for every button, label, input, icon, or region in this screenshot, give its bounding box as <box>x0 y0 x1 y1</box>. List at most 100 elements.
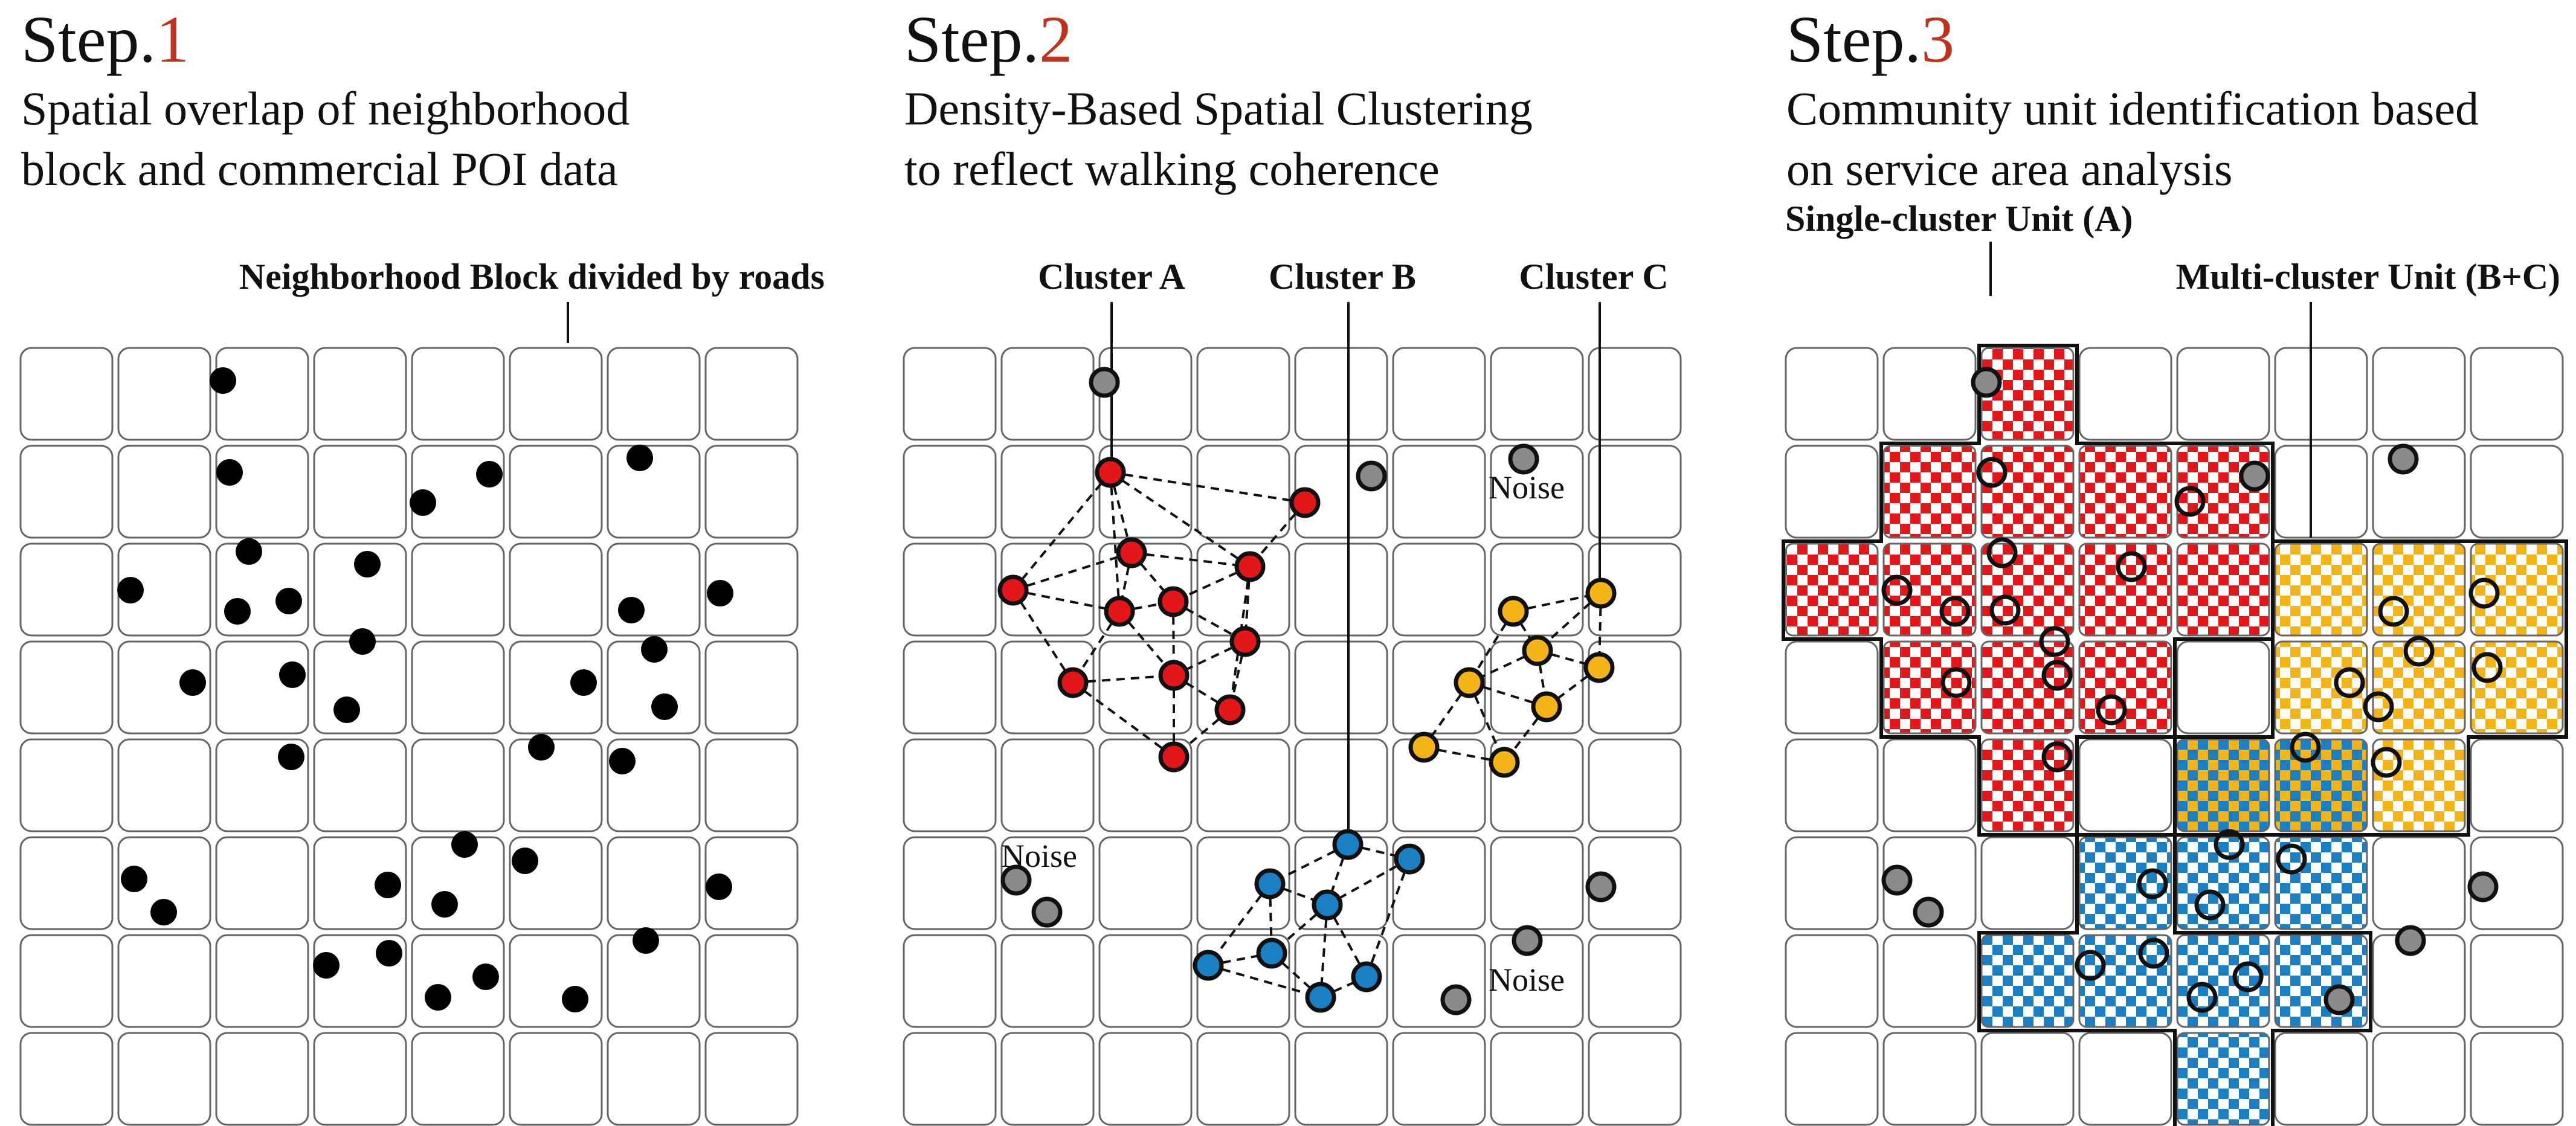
block-grid-step-2 <box>903 347 1682 1126</box>
cluster-edge <box>1347 843 1410 860</box>
block-cell <box>704 640 799 735</box>
cluster-a-poi <box>1940 667 1972 698</box>
cluster-edge <box>1326 844 1349 906</box>
block-cell <box>1785 1032 1879 1126</box>
block-cell <box>117 738 211 832</box>
poi-point <box>210 367 236 394</box>
block-cell <box>411 738 505 832</box>
block-cell <box>1882 347 1977 441</box>
cluster-edge <box>1208 964 1321 999</box>
cluster-edge <box>1270 952 1322 999</box>
cluster-b-point <box>1312 889 1343 921</box>
block-cell <box>704 347 799 441</box>
poi-point <box>121 866 147 892</box>
cluster-b-poi <box>2232 961 2264 992</box>
cluster-b-block <box>2078 836 2172 930</box>
block-cell <box>2078 1032 2172 1126</box>
block-cell <box>509 445 603 539</box>
cluster-c-point <box>1522 635 1553 666</box>
cluster-a-poi <box>2041 741 2073 773</box>
block-cell <box>1490 836 1584 930</box>
poi-point <box>641 636 668 663</box>
noise-poi <box>1881 864 1913 896</box>
block-cell <box>903 445 997 539</box>
block-cell <box>704 542 799 637</box>
block-cell <box>1000 1032 1095 1126</box>
cluster-a-poi <box>2041 660 2073 691</box>
cluster-c-poi <box>2290 732 2321 763</box>
cluster-a-point <box>1289 487 1321 518</box>
block-cell <box>704 445 799 539</box>
poi-point <box>570 669 597 696</box>
block-cell <box>1785 738 1879 832</box>
cluster-b-point <box>1193 950 1224 981</box>
poi-point <box>150 899 177 925</box>
cluster-b-poi <box>2138 938 2169 969</box>
poi-point <box>512 848 538 874</box>
cluster-edge <box>1110 471 1306 504</box>
poi-point <box>278 744 304 770</box>
noise-label-bottom: Noise <box>1489 962 1565 998</box>
cluster-a-point <box>1234 551 1266 582</box>
noise-poi <box>2239 460 2270 492</box>
label-leader-lines <box>567 242 2312 843</box>
poi-point <box>333 697 360 723</box>
block-cell <box>2470 445 2564 539</box>
multi-cluster-unit-outline <box>1977 539 2568 1126</box>
block-cell <box>215 836 309 930</box>
cluster-edge <box>1072 674 1174 684</box>
block-cell <box>19 347 114 441</box>
poi-point <box>224 598 251 625</box>
block-cell <box>1882 738 1977 832</box>
single-cluster-unit-outline <box>1782 344 2275 837</box>
poi-point <box>633 927 659 954</box>
block-cell <box>903 836 997 930</box>
block-cell <box>607 445 701 539</box>
block-cell <box>704 934 799 1028</box>
cluster-edge <box>1109 472 1121 612</box>
noise-poi <box>2467 871 2499 902</box>
block-cell <box>1098 1032 1193 1126</box>
cluster-a-block <box>1882 445 1977 539</box>
block-cell <box>1294 347 1388 441</box>
block-cell <box>411 640 505 735</box>
block-cell <box>19 738 114 832</box>
cluster-b-block <box>2176 836 2270 930</box>
poi-point <box>451 831 478 858</box>
cluster-b-block <box>2274 836 2368 930</box>
block-cell <box>313 836 407 930</box>
cluster-b-poi <box>2214 829 2245 860</box>
cluster-b-block <box>2176 934 2270 1028</box>
poi-point <box>236 538 262 565</box>
poi-point <box>410 489 436 516</box>
noise-poi <box>2395 925 2426 956</box>
cluster-a-block <box>1980 738 2075 832</box>
single-cluster-unit-label: Single-cluster Unit (A) <box>1785 199 2133 239</box>
cluster-a-point <box>1229 626 1261 657</box>
poi-point <box>706 873 732 900</box>
block-cell <box>1000 934 1095 1028</box>
block-cell <box>2176 347 2270 441</box>
cluster-c-poi <box>2378 596 2409 627</box>
poi-point <box>375 872 401 898</box>
block-cell <box>2176 640 2270 735</box>
block-cell <box>903 640 997 735</box>
block-cell <box>903 1032 997 1126</box>
cluster-c-poi <box>2334 667 2365 698</box>
block-cell <box>1392 542 1486 637</box>
block-cell <box>1196 445 1290 539</box>
block-cell <box>215 934 309 1028</box>
block-cell <box>117 640 211 735</box>
cluster-c-point <box>1531 691 1562 722</box>
noise-point <box>1089 367 1120 398</box>
poi-point <box>425 984 451 1011</box>
cluster-c-block <box>2470 542 2564 637</box>
cluster-edge <box>1229 566 1251 710</box>
cluster-c-poi <box>2468 577 2500 609</box>
cluster-b-block <box>1980 934 2075 1028</box>
step-2-title: Step.2 <box>904 2 1073 76</box>
block-cell <box>2470 738 2564 832</box>
block-cell <box>117 347 211 441</box>
